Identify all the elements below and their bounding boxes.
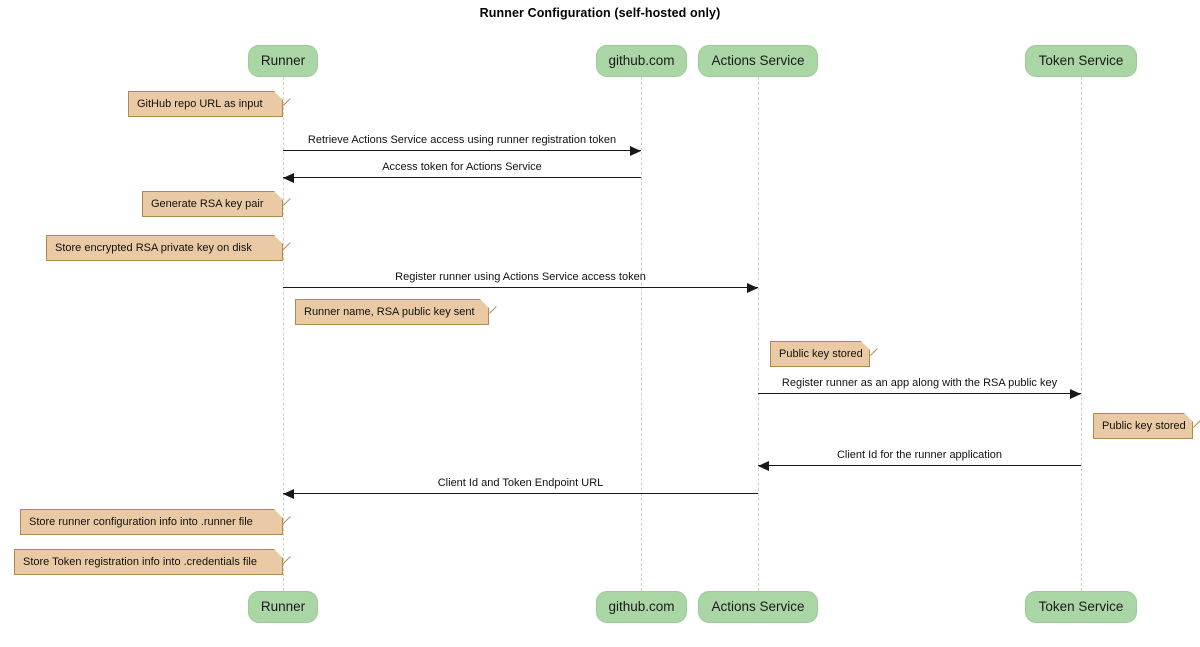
note-runner-name-pubkey: Runner name, RSA public key sent [295, 299, 489, 325]
msg-access-token-arrowhead [283, 173, 294, 183]
msg-retrieve-actions-access-line [283, 150, 641, 151]
participant-label: Runner [260, 53, 306, 68]
msg-access-token-line [283, 177, 641, 178]
participant-github-top[interactable]: github.com [596, 45, 687, 77]
msg-access-token-label: Access token for Actions Service [382, 161, 542, 173]
participant-label: Runner [260, 599, 306, 614]
participant-actions-bottom[interactable]: Actions Service [698, 591, 818, 623]
lifeline-runner [283, 77, 284, 591]
participant-label: Actions Service [711, 53, 805, 68]
note-text: GitHub repo URL as input [137, 98, 263, 110]
note-store-token-registration: Store Token registration info into .cred… [14, 549, 283, 575]
participant-label: github.com [608, 599, 675, 614]
participant-token-top[interactable]: Token Service [1025, 45, 1137, 77]
note-text: Store encrypted RSA private key on disk [55, 242, 252, 254]
participant-actions-top[interactable]: Actions Service [698, 45, 818, 77]
participant-label: github.com [608, 53, 675, 68]
note-store-runner-config: Store runner configuration info into .ru… [20, 509, 283, 535]
note-github-repo-url: GitHub repo URL as input [128, 91, 283, 117]
participant-runner-top[interactable]: Runner [248, 45, 318, 77]
note-generate-rsa: Generate RSA key pair [142, 191, 283, 217]
participant-github-bottom[interactable]: github.com [596, 591, 687, 623]
msg-retrieve-actions-access-label: Retrieve Actions Service access using ru… [307, 134, 617, 146]
msg-client-id-label: Client Id for the runner application [836, 449, 1003, 461]
msg-register-runner-arrowhead [747, 283, 758, 293]
note-public-key-stored-actions: Public key stored [770, 341, 870, 367]
note-text: Generate RSA key pair [151, 198, 264, 210]
participant-token-bottom[interactable]: Token Service [1025, 591, 1137, 623]
msg-retrieve-actions-access-arrowhead [630, 146, 641, 156]
participant-label: Actions Service [711, 599, 805, 614]
note-text: Runner name, RSA public key sent [304, 306, 475, 318]
msg-register-app-line [758, 393, 1081, 394]
msg-register-runner-line [283, 287, 758, 288]
msg-client-id-endpoint-line [283, 493, 758, 494]
msg-client-id-arrowhead [758, 461, 769, 471]
note-text: Store runner configuration info into .ru… [29, 516, 253, 528]
lifeline-github [641, 77, 642, 591]
msg-client-id-endpoint-arrowhead [283, 489, 294, 499]
diagram-title: Runner Configuration (self-hosted only) [479, 6, 721, 20]
participant-runner-bottom[interactable]: Runner [248, 591, 318, 623]
participant-label: Token Service [1038, 53, 1124, 68]
msg-register-app-arrowhead [1070, 389, 1081, 399]
note-text: Store Token registration info into .cred… [23, 556, 257, 568]
participant-label: Token Service [1038, 599, 1124, 614]
msg-client-id-endpoint-label: Client Id and Token Endpoint URL [437, 477, 604, 489]
lifeline-actions [758, 77, 759, 591]
msg-register-runner-label: Register runner using Actions Service ac… [395, 271, 646, 283]
note-text: Public key stored [1102, 420, 1186, 432]
note-text: Public key stored [779, 348, 863, 360]
msg-client-id-line [758, 465, 1081, 466]
msg-register-app-label: Register runner as an app along with the… [781, 377, 1058, 389]
lifeline-token [1081, 77, 1082, 591]
note-public-key-stored-token: Public key stored [1093, 413, 1193, 439]
note-store-encrypted-key: Store encrypted RSA private key on disk [46, 235, 283, 261]
